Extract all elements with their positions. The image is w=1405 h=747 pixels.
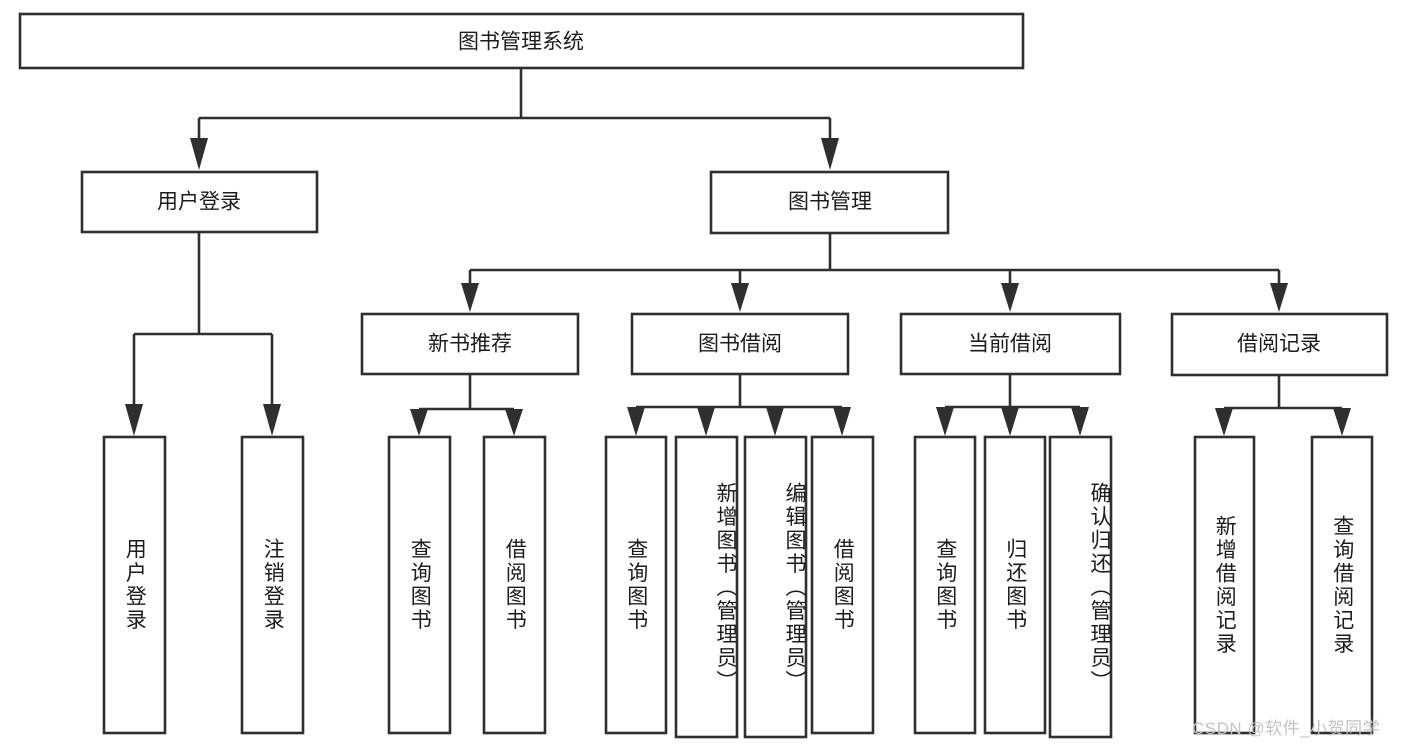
arrow-head-leaf-confirm-return xyxy=(1071,407,1089,436)
csdn-watermark: CSDN @软件_小贺同学 xyxy=(1192,719,1381,738)
node-current-borrow[interactable]: 当前借阅 xyxy=(899,312,1122,376)
node-leaf-query-record-box[interactable] xyxy=(1310,435,1374,735)
node-leaf-return-book-box[interactable] xyxy=(983,435,1047,735)
node-leaf-confirm-return-box[interactable] xyxy=(1048,435,1113,739)
arrow-head-leaf-add-record xyxy=(1215,408,1233,436)
node-leaf-query-book-3-box[interactable] xyxy=(913,435,977,735)
arrow-head-leaf-edit-book xyxy=(766,407,784,436)
arrow-head-borrow-record xyxy=(1270,283,1288,312)
node-leaf-logout-box[interactable] xyxy=(240,435,305,735)
node-current-borrow-label: 当前借阅 xyxy=(968,333,1052,356)
arrow-head-leaf-borrow-book-2 xyxy=(833,407,851,436)
node-root[interactable]: 图书管理系统 xyxy=(18,12,1025,70)
arrow-head-user-login xyxy=(190,138,208,170)
node-new-book-recommend-box[interactable] xyxy=(360,312,580,376)
connector-group-book-borrow xyxy=(627,374,851,436)
node-new-book-recommend-label: 新书推荐 xyxy=(428,333,512,356)
arrow-head-book-borrow xyxy=(731,283,749,312)
node-leaf-add-book-box[interactable] xyxy=(674,435,739,739)
arrow-head-leaf-borrow-book-1 xyxy=(505,409,523,436)
arrow-head-leaf-add-book xyxy=(697,407,715,436)
node-new-book-recommend[interactable]: 新书推荐 xyxy=(360,312,580,376)
node-leaf-borrow-book-1-box[interactable] xyxy=(482,435,547,735)
node-borrow-record-label: 借阅记录 xyxy=(1237,333,1321,356)
arrow-head-leaf-query-book-2 xyxy=(627,407,645,436)
node-user-login[interactable]: 用户登录 xyxy=(80,170,319,234)
node-book-borrow[interactable]: 图书借阅 xyxy=(630,312,850,376)
arrow-head-leaf-query-record xyxy=(1333,408,1351,436)
connector-group-borrow-record xyxy=(1215,375,1351,436)
node-book-manage[interactable]: 图书管理 xyxy=(709,170,950,235)
node-leaf-user-login-box[interactable] xyxy=(102,435,167,735)
node-leaf-query-book-2-box[interactable] xyxy=(604,435,668,735)
arrow-head-current-borrow xyxy=(1001,283,1019,312)
arrow-head-leaf-logout xyxy=(263,404,281,436)
connector-group-new-book-recommend xyxy=(410,374,523,436)
node-root-label: 图书管理系统 xyxy=(458,31,584,54)
node-book-manage-box[interactable] xyxy=(709,170,950,235)
node-root-box[interactable] xyxy=(18,12,1025,70)
arrow-head-leaf-return-book xyxy=(1001,407,1019,436)
node-book-borrow-box[interactable] xyxy=(630,312,850,376)
connector-group-book-manage xyxy=(461,233,1288,312)
node-leaf-edit-book-box[interactable] xyxy=(743,435,808,739)
arrow-head-book-manage xyxy=(821,138,839,170)
node-book-borrow-label: 图书借阅 xyxy=(698,333,782,356)
node-leaf-borrow-book-2-box[interactable] xyxy=(810,435,875,735)
node-user-login-label: 用户登录 xyxy=(157,191,241,214)
node-book-manage-label: 图书管理 xyxy=(788,191,872,214)
connector-group-user-login xyxy=(125,232,281,436)
node-borrow-record[interactable]: 借阅记录 xyxy=(1170,312,1389,377)
arrow-head-new-book-recommend xyxy=(461,283,479,312)
node-leaf-add-record-box[interactable] xyxy=(1193,435,1256,735)
node-user-login-box[interactable] xyxy=(80,170,319,234)
arrow-head-leaf-query-book-3 xyxy=(936,407,954,436)
connector-group-current-borrow xyxy=(936,374,1089,436)
arrow-head-leaf-query-book-1 xyxy=(410,409,428,436)
node-current-borrow-box[interactable] xyxy=(899,312,1122,376)
node-leaf-query-book-1-box[interactable] xyxy=(387,435,452,735)
arrow-head-leaf-user-login xyxy=(125,404,143,436)
node-borrow-record-box[interactable] xyxy=(1170,312,1389,377)
connector-group-root xyxy=(190,68,839,170)
